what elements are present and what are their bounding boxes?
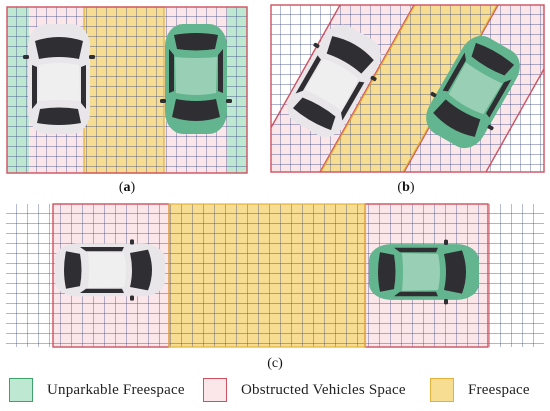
car-white	[23, 24, 95, 134]
panel-a	[6, 6, 248, 174]
legend-swatch-freespace	[430, 378, 454, 402]
panel-b	[270, 4, 545, 173]
legend-swatch-unparkable	[9, 378, 33, 402]
car-green	[160, 24, 232, 134]
legend-label-obstructed: Obstructed Vehicles Space	[241, 381, 406, 398]
legend-swatch-obstructed	[203, 378, 227, 402]
caption-c: (c)	[267, 356, 283, 371]
caption-b: (b)	[397, 180, 415, 195]
car-green-parallel	[369, 239, 479, 305]
legend-item-unparkable: Unparkable Freespace	[9, 377, 185, 403]
panel-c	[6, 203, 544, 348]
legend-item-freespace: Freespace	[430, 377, 530, 403]
caption-a: (a)	[118, 180, 136, 195]
legend-label-freespace: Freespace	[468, 381, 530, 398]
legend-item-obstructed: Obstructed Vehicles Space	[203, 377, 406, 403]
legend-label-unparkable: Unparkable Freespace	[47, 381, 185, 398]
car-white-parallel	[55, 239, 165, 301]
